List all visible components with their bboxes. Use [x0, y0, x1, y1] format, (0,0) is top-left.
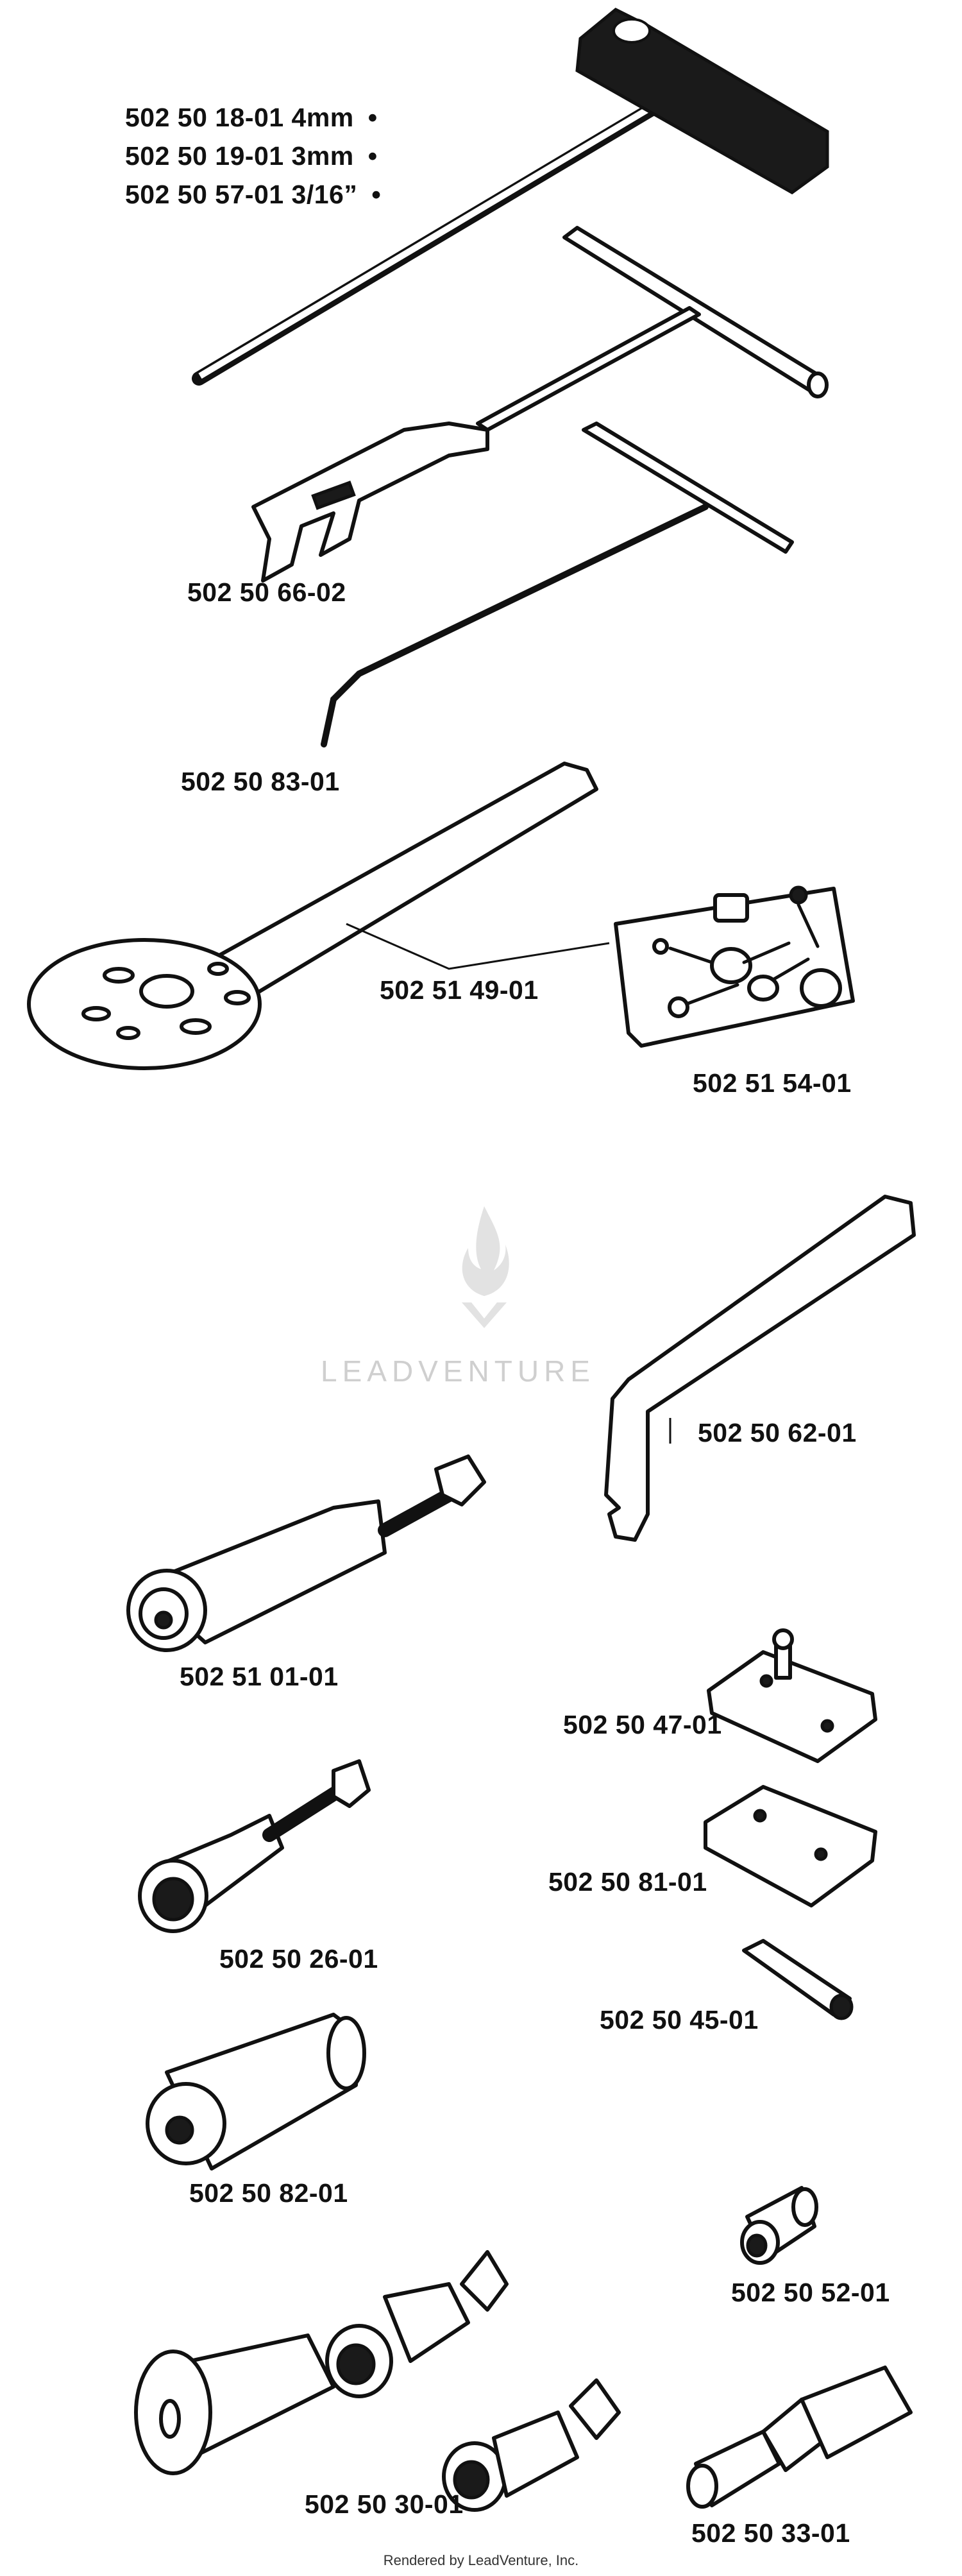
part-label-plate-stud: 502 50 47-01 — [563, 1710, 722, 1739]
part-label-puller-set: 502 50 30-01 — [305, 2489, 464, 2519]
leadventure-logo-icon — [462, 1206, 509, 1328]
part-label-bent-wrench: 502 50 62-01 — [698, 1418, 857, 1447]
part-label-flywheel-holder: 502 51 49-01 — [380, 975, 539, 1005]
sleeve-puller-drawing — [138, 1759, 371, 1933]
pin-drawing — [742, 1939, 854, 2020]
hook-tool-drawing — [321, 422, 794, 747]
part-label-hook-tool: 502 50 83-01 — [181, 767, 340, 796]
bullet-marker: • — [371, 180, 382, 209]
puller-set-drawing — [134, 2250, 621, 2512]
bent-wrench-drawing — [604, 1195, 916, 1542]
part-label-sleeve-puller: 502 50 26-01 — [219, 1944, 378, 1974]
part-label-puller: 502 51 01-01 — [180, 1662, 339, 1691]
plate-stud-drawing — [707, 1628, 877, 1763]
bullet-marker: • — [367, 141, 378, 171]
part-label-hex-key-4mm: 502 50 18-01 4mm• — [125, 103, 378, 132]
part-label-screw-kit: 502 51 54-01 — [693, 1068, 852, 1098]
part-label-sleeve: 502 50 82-01 — [189, 2178, 348, 2208]
part-label-pin: 502 50 45-01 — [600, 2005, 759, 2034]
puller-drawing — [126, 1454, 486, 1652]
part-label-hex-key-3mm: 502 50 19-01 3mm• — [125, 141, 378, 171]
part-label-plate: 502 50 81-01 — [548, 1867, 707, 1897]
part-label-adapter: 502 50 33-01 — [691, 2518, 850, 2548]
adapter-drawing — [686, 2366, 913, 2509]
part-label-fork-tool: 502 50 66-02 — [187, 577, 346, 607]
part-label-small-sleeve: 502 50 52-01 — [731, 2278, 890, 2307]
screw-kit-drawing — [614, 885, 855, 1048]
part-label-hex-key-3-16: 502 50 57-01 3/16”• — [125, 180, 382, 209]
footer-credit: Rendered by LeadVenture, Inc. — [383, 2552, 579, 2568]
t-handle-hex-key-drawing — [192, 8, 829, 386]
small-sleeve-drawing — [740, 2186, 818, 2265]
flywheel-holder-drawing — [27, 762, 610, 1070]
fork-tool-drawing — [251, 226, 829, 583]
watermark-text: LEADVENTURE — [321, 1354, 595, 1388]
plate-drawing — [704, 1785, 877, 1907]
sleeve-drawing — [146, 2013, 366, 2171]
bullet-marker: • — [367, 103, 378, 132]
